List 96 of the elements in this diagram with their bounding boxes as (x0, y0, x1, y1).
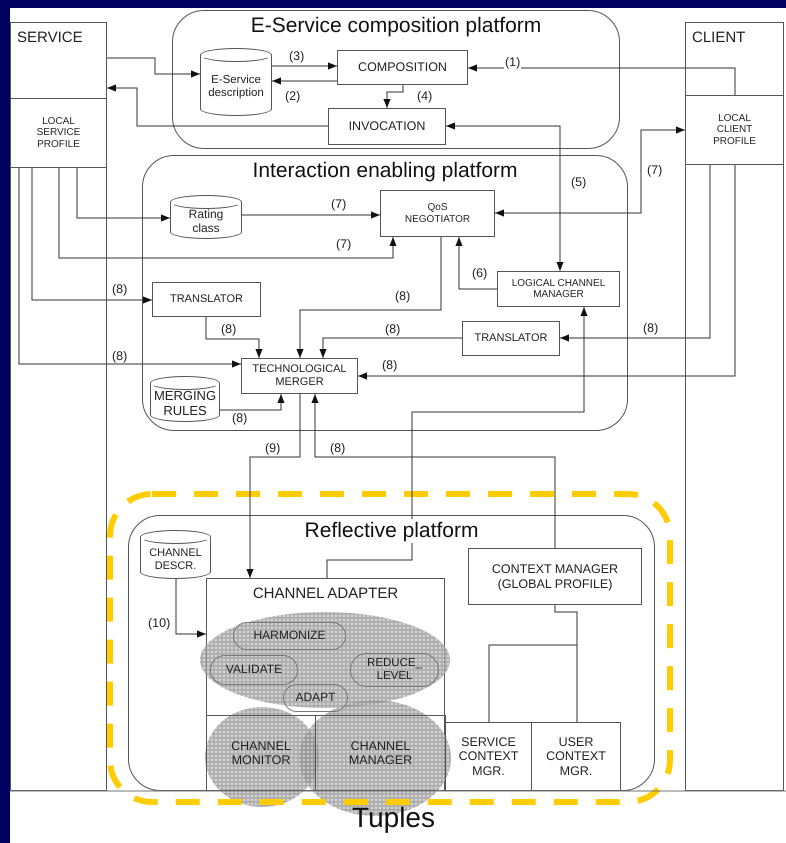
node-label: CONTEXT MANAGER (GLOBAL PROFILE) (490, 562, 620, 591)
connector-arrow (468, 64, 736, 96)
connector-arrow (206, 316, 263, 358)
connector-arrow (176, 578, 206, 638)
node-label: HARMONIZE (254, 629, 326, 643)
function-pill (350, 653, 439, 687)
node-label: CHANNEL MANAGER (348, 738, 414, 768)
edge-label: (8) (642, 322, 660, 334)
connector-arrow (383, 84, 404, 108)
connector-arrow (220, 394, 285, 410)
edge-label: (7) (330, 198, 348, 210)
connector-arrow (32, 168, 152, 304)
node-label: QoS NEGOTIATOR (404, 202, 472, 225)
edge-label: (5) (570, 176, 588, 188)
platform-container (172, 10, 620, 149)
node-label: TRANSLATOR (170, 293, 243, 306)
edge-label: (4) (416, 90, 434, 102)
process-box (152, 282, 261, 317)
node-label: VALIDATE (226, 663, 282, 677)
connector-arrow (58, 168, 397, 258)
connector-arrow (242, 211, 380, 219)
node-label: LOGICAL CHANNEL MANAGER (511, 278, 606, 300)
connector-arrow (18, 168, 242, 368)
edge-label: (8) (231, 412, 248, 424)
module-box (206, 715, 316, 791)
node-label: Rating class (188, 208, 224, 236)
edge-label: (8) (111, 283, 128, 296)
process-box (380, 190, 495, 237)
column-heading: SERVICE (17, 29, 83, 46)
edge-label: (8) (329, 442, 346, 454)
edge-label: (2) (284, 90, 302, 102)
connector-arrow (494, 126, 686, 217)
edge-label: (7) (646, 164, 664, 176)
process-box (462, 321, 560, 356)
connector-arrow (106, 84, 328, 126)
actor-column (685, 22, 784, 791)
connector-arrow (246, 394, 300, 578)
node-label: MERGING RULES (152, 389, 218, 419)
edge-label: (8) (220, 323, 238, 336)
connector-arrow (560, 164, 710, 342)
connector-arrow (311, 394, 556, 548)
process-box (497, 271, 620, 307)
edge-label: (9) (264, 442, 282, 454)
function-pill (233, 622, 346, 650)
connector-arrow (76, 168, 170, 222)
node-label: E-Service description (207, 74, 265, 100)
profile-section (685, 95, 784, 165)
node-label: REDUCE_ LEVEL (366, 656, 424, 684)
database-cylinder (200, 48, 272, 116)
edge-label: (10) (147, 617, 172, 630)
connector-arrow (272, 77, 338, 85)
node-label: LOCAL SERVICE PROFILE (36, 116, 82, 150)
actor-column (10, 22, 107, 791)
edge-label: (3) (288, 50, 306, 62)
edge-label: (1) (504, 56, 522, 68)
process-box (241, 358, 358, 394)
process-box (337, 50, 468, 85)
node-label: INVOCATION (348, 119, 426, 134)
node-label: CHANNEL MONITOR (230, 738, 292, 768)
edge-label: (8) (384, 323, 402, 336)
box-heading: CHANNEL ADAPTER (252, 585, 398, 602)
node-label: CHANNEL DESCR. (148, 546, 203, 572)
database-cylinder (150, 376, 220, 422)
connector-arrow (358, 164, 736, 380)
process-box (468, 548, 642, 605)
platform-container (142, 155, 628, 431)
column-heading: CLIENT (692, 29, 746, 46)
caption-text: Tuples (352, 804, 436, 832)
node-label: USER CONTEXT MGR. (545, 734, 607, 778)
connector-arrow (455, 236, 498, 290)
profile-section (10, 98, 107, 168)
connector-arrow (272, 62, 338, 70)
database-cylinder (170, 195, 242, 239)
database-cylinder (140, 530, 211, 579)
node-label: LOCAL CLIENT PROFILE (712, 112, 757, 148)
edge-label: (8) (111, 350, 128, 362)
connector-arrow (106, 58, 200, 78)
connector-line (554, 604, 578, 722)
connector-arrow (296, 236, 442, 358)
node-label: ADAPT (295, 691, 336, 705)
node-label: TRANSLATOR (474, 332, 548, 345)
edge-label: (6) (471, 267, 488, 280)
node-label: COMPOSITION (358, 60, 447, 75)
connector-arrow (326, 306, 588, 578)
edge-label: (7) (335, 238, 352, 250)
edge-label: (8) (394, 290, 412, 302)
edge-label: (8) (381, 359, 398, 372)
process-box (328, 108, 446, 145)
node-label: TECHNOLOGICAL MERGER (251, 363, 348, 389)
connector-arrow (446, 122, 564, 272)
function-pill (283, 684, 348, 712)
module-box (531, 722, 621, 791)
node-label: SERVICE CONTEXT MGR. (458, 734, 520, 778)
connector-arrow (319, 338, 462, 358)
module-box (315, 715, 446, 791)
function-pill (210, 655, 298, 685)
